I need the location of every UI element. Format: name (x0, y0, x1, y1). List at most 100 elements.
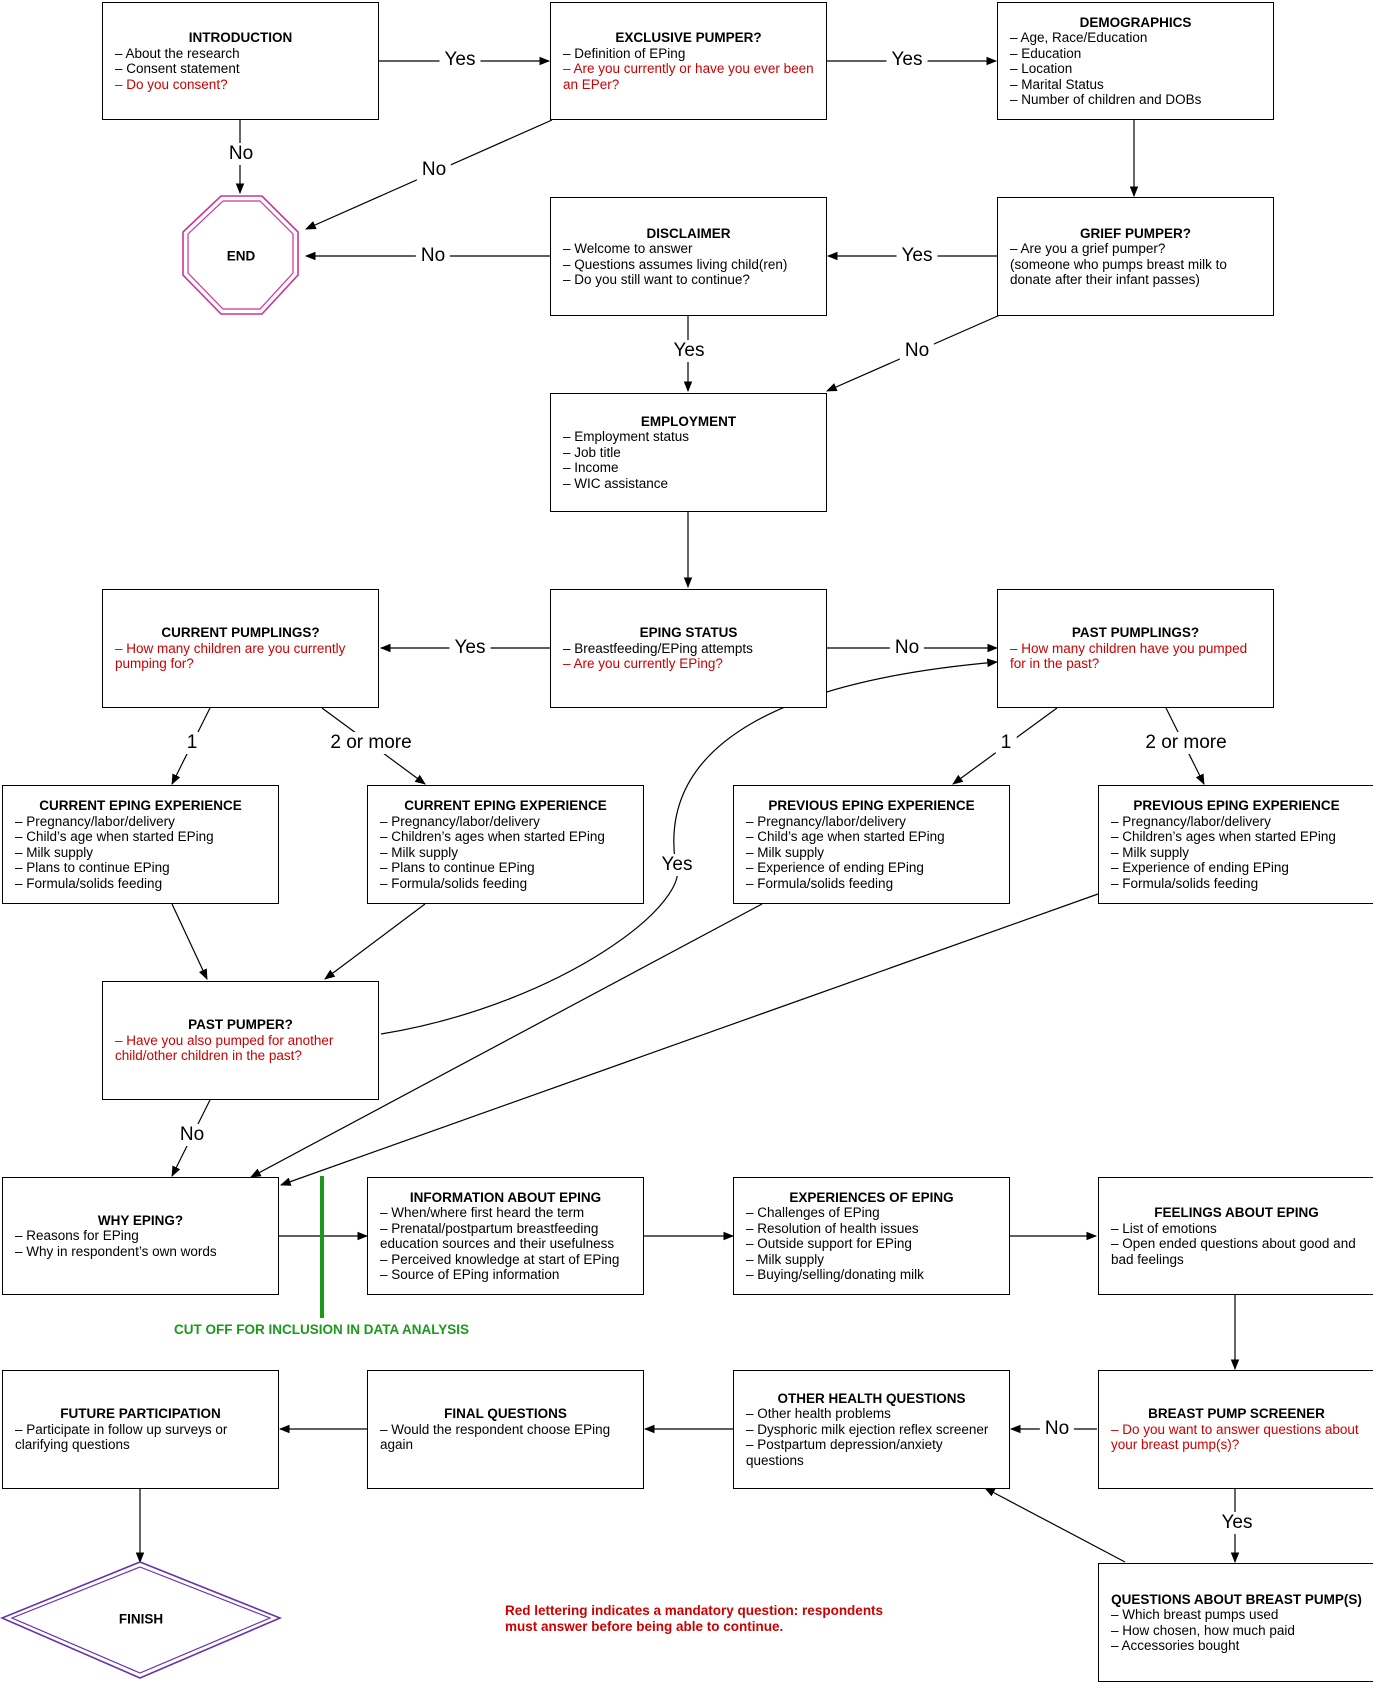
edge-label-status-no: No (889, 637, 925, 659)
node-title: CURRENT EPING EXPERIENCE (39, 798, 242, 813)
node-eping-status: EPING STATUS– Breastfeeding/EPing attemp… (550, 589, 827, 708)
edge-label-ep-no: No (416, 159, 452, 181)
node-item: – Buying/selling/donating milk (746, 1267, 924, 1282)
node-breast-pump-screener: BREAST PUMP SCREENER– Do you want to ans… (1098, 1370, 1373, 1489)
node-item: – Formula/solids feeding (380, 875, 528, 891)
node-title: FUTURE PARTICIPATION (60, 1406, 221, 1422)
node-item: – How chosen, how much paid (1111, 1622, 1295, 1638)
edge-cexp1-pastpumper (171, 903, 208, 980)
cutoff-label: CUT OFF FOR INCLUSION IN DATA ANALYSIS (174, 1322, 469, 1337)
node-item: – Would the respondent choose EPing agai… (380, 1421, 614, 1453)
node-title: PREVIOUS EPING EXPERIENCE (768, 798, 975, 813)
node-title: WHY EPING? (97, 1212, 184, 1228)
node-item: – Consent statement (115, 61, 240, 76)
node-item: (someone who pumps breast milk to donate… (1010, 256, 1231, 288)
edge-label-screener-no: No (1039, 1418, 1075, 1440)
edge-label-grief-yes: Yes (896, 245, 938, 267)
node-title: FINAL QUESTIONS (444, 1406, 567, 1422)
edge-label-past-2: 2 or more (1140, 732, 1232, 754)
node-item: – Prenatal/postpartum breastfeeding educ… (380, 1220, 615, 1252)
node-current-pumplings: CURRENT PUMPLINGS?– How many children ar… (102, 589, 379, 708)
node-item: – Breastfeeding/EPing attempts (563, 640, 753, 656)
node-item: – Perceived knowledge at start of EPing (380, 1251, 620, 1267)
node-past-pumplings: PAST PUMPLINGS?– How many children have … (997, 589, 1274, 708)
node-title: DISCLAIMER (646, 225, 731, 241)
node-item: – Resolution of health issues (746, 1220, 919, 1236)
node-title: PAST PUMPER? (188, 1017, 293, 1033)
edge-label-grief-no: No (899, 340, 935, 362)
node-item: – Source of EPing information (380, 1267, 560, 1282)
edge-label-screener-yes: Yes (1216, 1512, 1258, 1534)
node-item: – Child’s age when started EPing (15, 829, 214, 844)
node-item: – About the research (115, 45, 240, 61)
node-item: – Milk supply (746, 844, 825, 860)
edge-label-disclaimer-no: No (415, 245, 451, 267)
node-item: – Open ended questions about good and ba… (1111, 1236, 1360, 1267)
node-item: – Formula/solids feeding (746, 875, 894, 891)
node-item: – Definition of EPing (563, 45, 686, 61)
mandatory-question: – How many children have you pumped for … (1010, 640, 1251, 672)
node-disclaimer: DISCLAIMER– Welcome to answer– Questions… (550, 197, 827, 316)
node-title: INFORMATION ABOUT EPING (409, 1189, 602, 1205)
node-item: – Experience of ending EPing (1111, 860, 1289, 875)
node-item: – Plans to continue EPing (15, 860, 170, 875)
node-why-eping: WHY EPING?– Reasons for EPing– Why in re… (2, 1177, 279, 1295)
node-item: – Milk supply (746, 1251, 825, 1267)
node-future-participation: FUTURE PARTICIPATION– Participate in fol… (2, 1370, 279, 1489)
edge-label-pastpumper-no: No (174, 1124, 210, 1146)
end-label: END (226, 248, 256, 264)
edge-label-status-yes: Yes (449, 637, 491, 659)
node-item: – Welcome to answer (563, 241, 693, 256)
node-title: DEMOGRAPHICS (1079, 14, 1192, 30)
edge-pumps-otherhealth (984, 1487, 1126, 1563)
node-item: – Other health problems (746, 1406, 891, 1422)
node-item: – Marital Status (1010, 76, 1104, 92)
node-experiences-of-eping: EXPERIENCES OF EPING– Challenges of EPin… (733, 1177, 1010, 1295)
node-item: – Children’s ages when started EPing (1111, 829, 1336, 844)
node-item: – Number of children and DOBs (1010, 92, 1202, 107)
edge-label-ep-yes: Yes (886, 49, 928, 71)
node-item: – Job title (563, 444, 621, 460)
finish-label: FINISH (118, 1611, 164, 1627)
mandatory-question: – Are you currently or have you ever bee… (563, 61, 818, 92)
edge-label-intro-yes: Yes (439, 49, 481, 71)
node-other-health-questions: OTHER HEALTH QUESTIONS– Other health pro… (733, 1370, 1010, 1489)
node-title: PREVIOUS EPING EXPERIENCE (1133, 798, 1340, 813)
node-item: – Why in respondent’s own words (15, 1243, 217, 1259)
node-current-eping-experience-2: CURRENT EPING EXPERIENCE– Pregnancy/labo… (367, 785, 644, 904)
mandatory-question: – Do you consent? (115, 76, 228, 92)
edge-label-pastpumper-yes: Yes (656, 854, 698, 876)
node-item: – Formula/solids feeding (1111, 875, 1259, 891)
node-title: BREAST PUMP SCREENER (1148, 1406, 1325, 1422)
node-previous-eping-experience-1: PREVIOUS EPING EXPERIENCE– Pregnancy/lab… (733, 785, 1010, 904)
node-item: – Education (1010, 45, 1082, 61)
node-item: – WIC assistance (563, 475, 669, 491)
node-item: – Income (563, 460, 619, 476)
mandatory-question: – Do you want to answer questions about … (1111, 1421, 1363, 1453)
node-item: – Which breast pumps used (1111, 1607, 1279, 1622)
mandatory-question: – Have you also pumped for another child… (115, 1032, 338, 1064)
node-item: – Milk supply (15, 844, 94, 860)
node-item: – Location (1010, 61, 1073, 76)
node-item: – Milk supply (1111, 844, 1190, 860)
node-item: – Do you still want to continue? (563, 272, 750, 287)
node-employment: EMPLOYMENT– Employment status– Job title… (550, 393, 827, 512)
node-title: FEELINGS ABOUT EPING (1154, 1205, 1319, 1220)
node-title: EXCLUSIVE PUMPER? (615, 30, 762, 45)
node-title: EPING STATUS (639, 625, 738, 641)
node-item: – Plans to continue EPing (380, 860, 535, 875)
node-item: – Formula/solids feeding (15, 875, 163, 891)
node-item: – When/where first heard the term (380, 1205, 585, 1220)
edge-label-disclaimer-yes: Yes (668, 340, 710, 362)
end-stop-octagon (182, 195, 299, 315)
node-previous-eping-experience-2: PREVIOUS EPING EXPERIENCE– Pregnancy/lab… (1098, 785, 1373, 904)
edge-prev2-why (279, 893, 1099, 1186)
node-item: – Age, Race/Education (1010, 30, 1148, 45)
node-current-eping-experience-1: CURRENT EPING EXPERIENCE– Pregnancy/labo… (2, 785, 279, 904)
node-item: – Pregnancy/labor/delivery (380, 813, 540, 829)
node-item: – Child’s age when started EPing (746, 829, 945, 844)
node-item: – Outside support for EPing (746, 1236, 912, 1251)
node-title: EMPLOYMENT (640, 413, 737, 429)
legend-note: Red lettering indicates a mandatory ques… (505, 1603, 884, 1634)
